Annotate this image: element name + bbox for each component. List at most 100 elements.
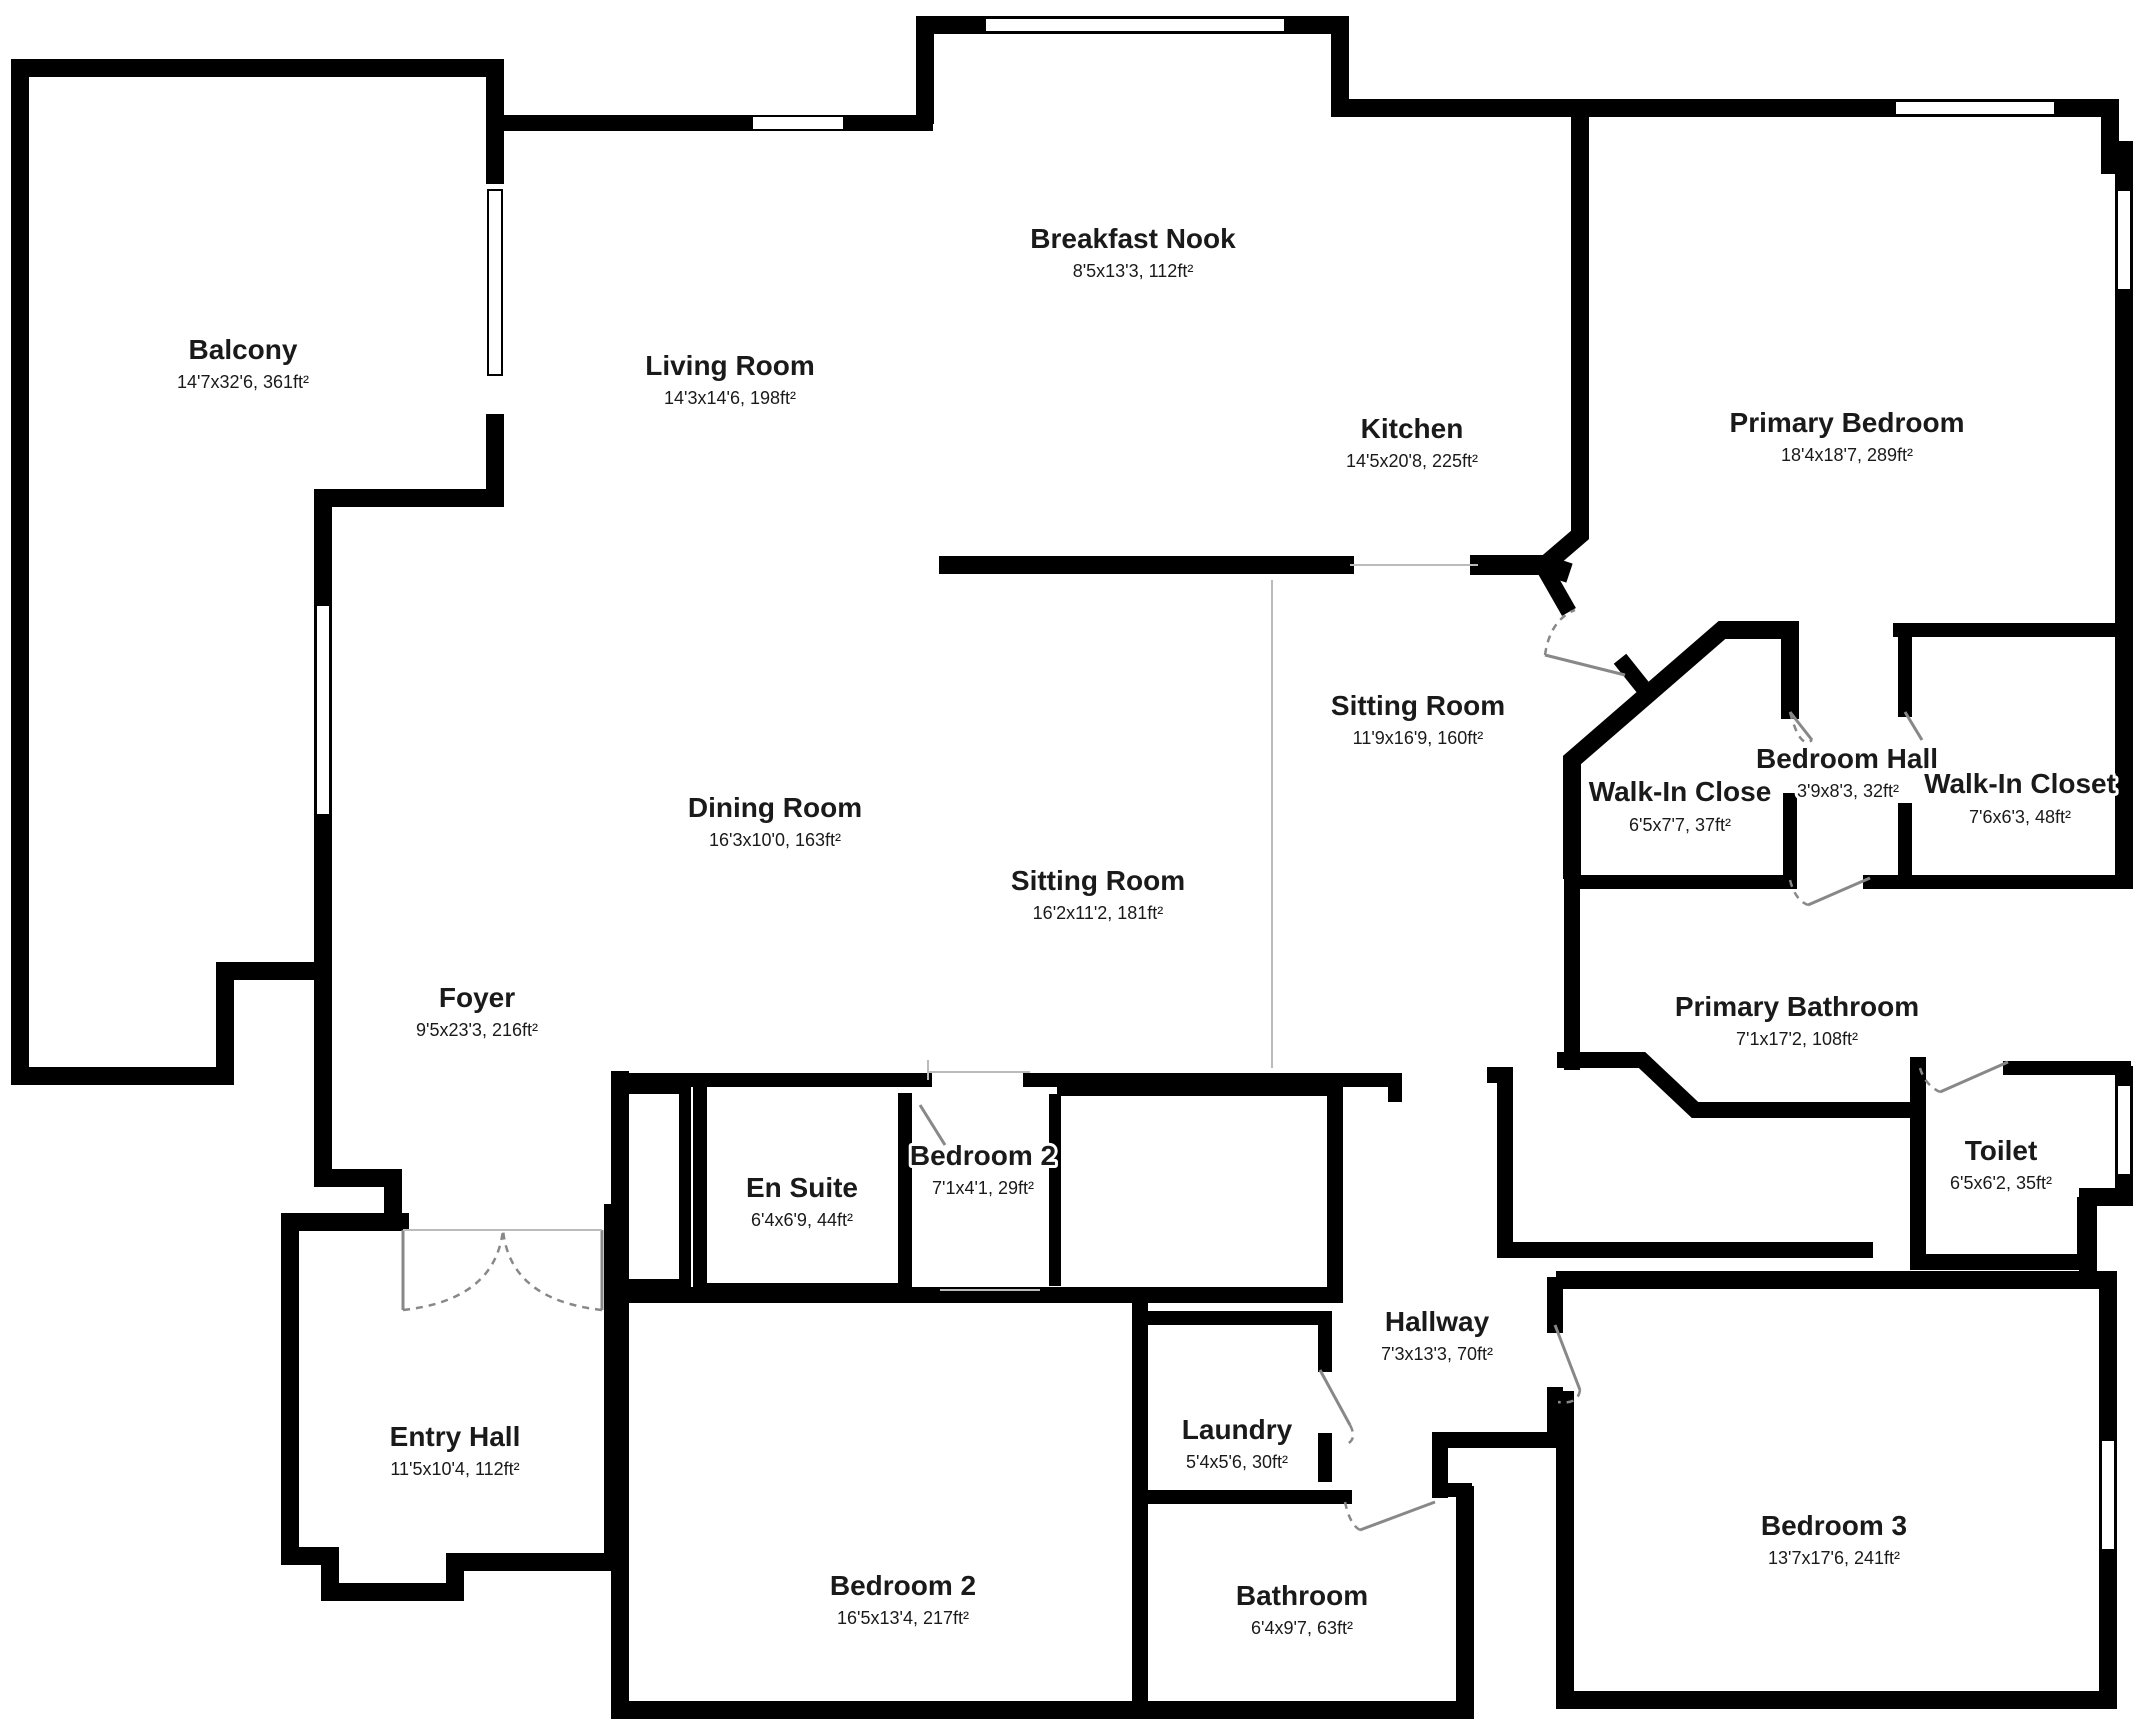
room-name-breakfast-nook: Breakfast Nook [1030, 223, 1236, 254]
room-name-balcony: Balcony [189, 334, 298, 365]
bath-east [1433, 1483, 1472, 1707]
room-name-entry-hall: Entry Hall [390, 1421, 521, 1452]
toilet-walls [1910, 1057, 2093, 1270]
room-name-en-suite: En Suite [746, 1172, 858, 1203]
room-dims-bedroom-2-closet: 7'1x4'1, 29ft² [932, 1178, 1034, 1198]
window-nook [984, 17, 1286, 33]
laundry-wall [1133, 1311, 1332, 1372]
balcony-opening-lower [315, 604, 331, 816]
room-name-bedroom-2-closet: Bedroom 2 [910, 1140, 1056, 1171]
entry-hall-wall [281, 1213, 619, 1601]
room-bedroom-2: Bedroom 2 16'5x13'4, 217ft² [830, 1570, 976, 1628]
room-dims-hallway: 7'3x13'3, 70ft² [1381, 1344, 1493, 1364]
room-name-bedroom-3: Bedroom 3 [1761, 1510, 1907, 1541]
laundry-door-leaf [1318, 1369, 1352, 1426]
bedroom3-wall [1556, 1271, 2117, 1709]
window-primary-east [2116, 189, 2132, 291]
room-dims-laundry: 5'4x5'6, 30ft² [1186, 1452, 1288, 1472]
room-dims-walk-in-closet-west: 6'5x7'7, 37ft² [1629, 815, 1731, 835]
room-dims-breakfast-nook: 8'5x13'3, 112ft² [1073, 261, 1194, 281]
entry-door-arc-left [402, 1229, 505, 1312]
door-jamb-stub [1613, 653, 1657, 702]
room-walk-in-closet-east: Walk-In Closet 7'6x6'3, 48ft² [1921, 765, 2119, 827]
room-laundry: Laundry 5'4x5'6, 30ft² [1182, 1414, 1293, 1472]
primary-door-leaf [1544, 653, 1626, 677]
room-name-walk-in-closet-east: Walk-In Closet [1924, 768, 2116, 799]
room-sitting-room-central: Sitting Room 16'2x11'2, 181ft² [1011, 865, 1185, 923]
room-name-bedroom-2: Bedroom 2 [830, 1570, 976, 1601]
room-bedroom-hall: Bedroom Hall 3'9x8'3, 32ft² [1753, 740, 1941, 804]
room-name-laundry: Laundry [1182, 1414, 1293, 1445]
foyer-west-wall [314, 811, 402, 1221]
window-toilet-east [2116, 1084, 2132, 1176]
room-name-bathroom: Bathroom [1236, 1580, 1368, 1611]
primary-bedroom-west [1532, 106, 1589, 578]
room-dining-room: Dining Room 16'3x10'0, 163ft² [688, 792, 862, 850]
primary-bath-door-leaf [1807, 876, 1871, 907]
room-entry-hall: Entry Hall 11'5x10'4, 112ft² [390, 1421, 521, 1479]
balcony-opening-upper [487, 189, 503, 376]
room-dims-bedroom-3: 13'7x17'6, 241ft² [1768, 1548, 1900, 1568]
room-bedroom-2-closet: Bedroom 2 7'1x4'1, 29ft² [907, 1137, 1059, 1201]
room-dims-toilet: 6'5x6'2, 35ft² [1950, 1173, 2052, 1193]
room-toilet: Toilet 6'5x6'2, 35ft² [1950, 1135, 2052, 1193]
room-dims-primary-bathroom: 7'1x17'2, 108ft² [1736, 1029, 1858, 1049]
closet-east-door-leaf [1903, 711, 1924, 741]
room-bathroom: Bathroom 6'4x9'7, 63ft² [1236, 1580, 1368, 1638]
room-dims-sitting-room-east: 11'9x16'9, 160ft² [1353, 728, 1484, 748]
primary-bath-south [1487, 1067, 1873, 1258]
room-dims-primary-bedroom: 18'4x18'7, 289ft² [1781, 445, 1913, 465]
room-foyer: Foyer 9'5x23'3, 216ft² [416, 982, 538, 1040]
closet-left-box [624, 1082, 691, 1291]
laundry-door-arc [1344, 1424, 1355, 1447]
room-bedroom-3: Bedroom 3 13'7x17'6, 241ft² [1761, 1510, 1907, 1568]
room-name-living-room: Living Room [645, 350, 815, 381]
room-name-walk-in-closet-west: Walk-In Close [1589, 776, 1772, 807]
bathroom-door-leaf [1359, 1500, 1436, 1532]
room-living-room: Living Room 14'3x14'6, 198ft² [645, 350, 815, 408]
room-dims-dining-room: 16'3x10'0, 163ft² [709, 830, 841, 850]
closet-diagonal [1563, 621, 1799, 879]
room-kitchen: Kitchen 14'5x20'8, 225ft² [1346, 413, 1478, 471]
room-dims-sitting-room-central: 16'2x11'2, 181ft² [1033, 903, 1164, 923]
room-name-kitchen: Kitchen [1361, 413, 1464, 444]
room-name-dining-room: Dining Room [688, 792, 862, 823]
doors [401, 564, 2009, 1532]
room-balcony: Balcony 14'7x32'6, 361ft² [177, 334, 309, 392]
hallway-east-wall [1432, 1387, 1563, 1498]
room-breakfast-nook: Breakfast Nook 8'5x13'3, 112ft² [1030, 223, 1236, 281]
room-dims-bedroom-2: 16'5x13'4, 217ft² [837, 1608, 969, 1628]
bedroom-hall-door-arc [1788, 711, 1813, 744]
room-dims-bathroom: 6'4x9'7, 63ft² [1251, 1618, 1353, 1638]
toilet-door-arc [1918, 1067, 1941, 1094]
entry-door-arc-right [501, 1229, 603, 1312]
room-labels: Balcony 14'7x32'6, 361ft² Living Room 14… [177, 223, 2119, 1638]
room-primary-bathroom: Primary Bathroom 7'1x17'2, 108ft² [1675, 991, 1919, 1049]
room-name-sitting-room-east: Sitting Room [1331, 690, 1505, 721]
kitchen-corner-stub [1534, 559, 1576, 616]
primary-bath-ledge [1557, 1052, 1918, 1118]
room-name-primary-bedroom: Primary Bedroom [1730, 407, 1965, 438]
bedroom3-door-arc [1557, 1389, 1582, 1404]
room-en-suite: En Suite 6'4x6'9, 44ft² [746, 1172, 858, 1230]
primary-bath-door-arc [1788, 879, 1809, 907]
room-hallway: Hallway 7'3x13'3, 70ft² [1381, 1306, 1493, 1364]
nook-bay-wall [916, 16, 1349, 124]
room-dims-entry-hall: 11'5x10'4, 112ft² [390, 1459, 519, 1479]
north-wall-east [1331, 99, 2119, 174]
room-name-hallway: Hallway [1385, 1306, 1490, 1337]
room-dims-foyer: 9'5x23'3, 216ft² [416, 1020, 538, 1040]
room-sitting-room-east: Sitting Room 11'9x16'9, 160ft² [1331, 690, 1505, 748]
block-east-box [1057, 1080, 1343, 1303]
window-primary-north [1894, 100, 2056, 116]
toilet-door-leaf [1939, 1060, 2009, 1094]
room-dims-bedroom-hall: 3'9x8'3, 32ft² [1797, 781, 1899, 801]
windows [315, 17, 2132, 1551]
bedroom-hall-door-leaf [1788, 711, 1814, 741]
room-name-primary-bathroom: Primary Bathroom [1675, 991, 1919, 1022]
window-living-north [751, 115, 845, 131]
room-name-sitting-room-central: Sitting Room [1011, 865, 1185, 896]
bedroom3-door-leaf [1553, 1324, 1582, 1391]
room-name-foyer: Foyer [439, 982, 515, 1013]
